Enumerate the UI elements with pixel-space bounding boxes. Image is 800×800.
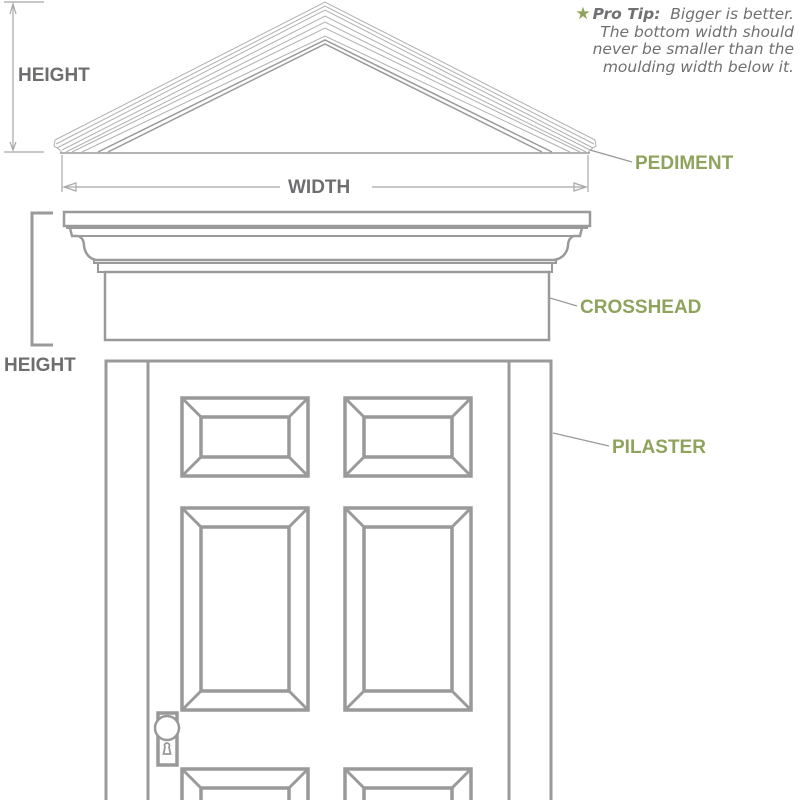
crosshead-height-bracket — [30, 211, 53, 347]
pro-tip-callout: ★Pro Tip: Bigger is better. The bottom w… — [524, 4, 794, 76]
pro-tip-line-2: The bottom width should — [600, 22, 794, 41]
door-knob-icon — [153, 711, 181, 767]
crosshead-leader-line — [549, 297, 578, 307]
door-panel-bottom-right — [343, 767, 473, 800]
door-frame-drawing — [104, 359, 553, 800]
pediment-height-dimension — [4, 1, 44, 153]
crosshead-label: CROSSHEAD — [580, 297, 701, 318]
pediment-width-dimension — [61, 155, 589, 192]
pilaster-label: PILASTER — [612, 437, 706, 458]
crosshead-drawing — [62, 210, 592, 342]
pediment-leader-line — [589, 149, 633, 163]
pro-tip-line-4: moulding width below it. — [602, 57, 794, 76]
pediment-label: PEDIMENT — [635, 153, 734, 174]
door-panel-top-left — [180, 396, 310, 478]
pediment-height-label: HEIGHT — [18, 65, 90, 86]
pro-tip-line-1: Bigger is better. — [670, 5, 794, 23]
door-panel-middle-left — [180, 506, 310, 712]
pediment-width-label: WIDTH — [288, 177, 350, 198]
pediment-drawing — [53, 1, 597, 154]
crosshead-height-label: HEIGHT — [4, 355, 76, 376]
star-icon: ★ — [575, 4, 591, 24]
pilaster-leader-line — [552, 432, 610, 447]
pro-tip-heading: Pro Tip: — [592, 5, 661, 23]
door-panel-middle-right — [343, 506, 473, 712]
pro-tip-line-3: never be smaller than the — [592, 40, 794, 58]
door-panel-top-right — [343, 396, 473, 478]
door-panel-bottom-left — [180, 767, 310, 800]
